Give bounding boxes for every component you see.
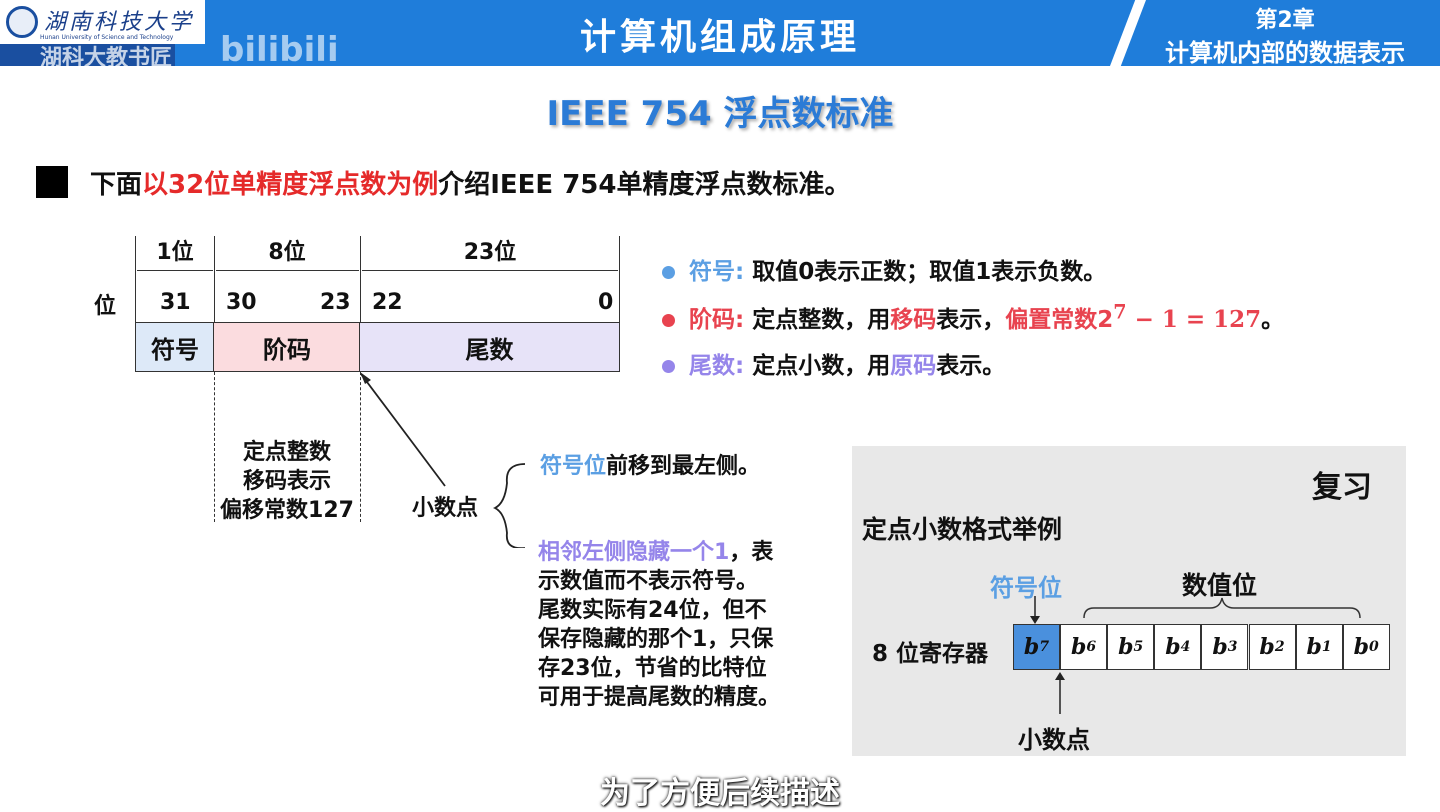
note-line: 保存隐藏的那个1，只保 (538, 627, 774, 652)
sign-width: 1位 (156, 240, 194, 265)
bit-30: 30 (226, 290, 257, 315)
mant-width: 23位 (463, 240, 517, 265)
bullet-text: 表示。 (936, 353, 1006, 379)
bit-0: 0 (598, 290, 614, 315)
tick (135, 236, 136, 372)
bullet-hl: 原码 (890, 353, 937, 379)
dashed-line (360, 372, 361, 522)
university-emblem-icon (6, 6, 38, 38)
bullet-square-icon (36, 166, 68, 198)
bit-index: 4 (1180, 639, 1191, 655)
tick (214, 236, 215, 322)
review-point-label: 小数点 (1018, 726, 1090, 754)
review-panel (852, 446, 1406, 756)
bullet-formula: − 1 = 127 (1126, 306, 1262, 333)
value-bits-label: 数值位 (1182, 571, 1258, 600)
tick (360, 236, 361, 322)
intro-highlight: 以32位单精度浮点数为例 (142, 170, 439, 200)
field-sign: 符号 (135, 322, 215, 372)
university-name: 湖南科技大学 (44, 10, 195, 35)
bullet-sign: 符号: 取值0表示正数；取值1表示负数。 (662, 252, 1106, 286)
intro-pre: 下面 (90, 170, 143, 200)
register-label: 8 位寄存器 (872, 641, 989, 667)
bullet-text: 。 (1261, 307, 1285, 333)
exponent-sup: 7 (1113, 300, 1127, 324)
watermark-site: bilibili (220, 30, 339, 70)
bullet-hl: 移码 (890, 307, 937, 333)
bullet-key: 符号 (689, 259, 735, 285)
field-exponent: 阶码 (213, 322, 361, 372)
sign-bit-label: 符号位 (990, 574, 1062, 602)
bit-index: 0 (1369, 639, 1379, 655)
pointer-and-brace (360, 372, 526, 548)
note-line: 可用于提高尾数的精度。 (538, 685, 781, 710)
intro-post: 介绍IEEE 754单精度浮点数标准。 (438, 170, 851, 200)
note-sign-hl: 符号位 (540, 454, 607, 479)
note-line: 尾数实际有24位，但不 (538, 598, 767, 623)
note-line: ，表 (729, 540, 774, 565)
review-marks (1030, 596, 1361, 714)
width-arrow (216, 270, 359, 271)
dot-icon (662, 266, 675, 279)
bit-22: 22 (372, 290, 403, 315)
bullet-key: 阶码 (689, 307, 735, 333)
dot-icon (662, 360, 675, 373)
bit-index: 7 (1039, 639, 1050, 655)
bit-index: 5 (1133, 639, 1144, 655)
tick (619, 236, 620, 372)
exp-note-line: 移码表示 (242, 469, 331, 494)
note-sign-rest: 前移到最左侧。 (606, 454, 761, 479)
exp-note-line: 定点整数 (242, 440, 331, 465)
bullet-mantissa: 尾数: 定点小数，用原码表示。 (662, 346, 1005, 380)
note-sign: 符号位前移到最左侧。 (540, 452, 760, 481)
dashed-line (214, 372, 215, 522)
note-hidden-hl: 相邻左侧隐藏一个1 (538, 540, 730, 565)
course-title: 计算机组成原理 (579, 17, 860, 58)
bit-index: 3 (1227, 639, 1238, 655)
review-badge: 复习 (1312, 470, 1372, 505)
point-label: 小数点 (412, 496, 479, 521)
note-line: 存23位，节省的比特位 (538, 656, 767, 681)
exp-width: 8位 (268, 240, 306, 265)
bit-23: 23 (320, 290, 351, 315)
bullet-text: 定点整数，用 (752, 307, 891, 333)
university-name-en: Hunan University of Science and Technolo… (40, 34, 174, 41)
logo-strip (0, 44, 175, 66)
bit-31: 31 (160, 290, 191, 315)
video-subtitle: 为了方便后续描述 (600, 776, 840, 811)
bullet-key: 尾数 (689, 353, 735, 379)
header-bar (0, 0, 1440, 66)
review-title: 定点小数格式举例 (862, 515, 1063, 544)
note-hidden-bit: 相邻左侧隐藏一个1，表 示数值而不表示符号。 尾数实际有24位，但不 保存隐藏的… (538, 538, 780, 712)
bit-label: 位 (94, 294, 117, 319)
exp-note: 定点整数移码表示偏移常数127 (214, 438, 360, 525)
bullet-text: 表示， (936, 307, 1006, 333)
bullet-text: 定点小数，用 (752, 353, 891, 379)
intro-text: 下面以32位单精度浮点数为例介绍IEEE 754单精度浮点数标准。 (90, 164, 850, 201)
bullet-text: 取值0表示正数；取值1表示负数。 (752, 259, 1107, 285)
bit-index: 2 (1274, 639, 1285, 655)
bit-index: 6 (1086, 639, 1097, 655)
bullet-exponent: 阶码: 定点整数，用移码表示，偏置常数27 − 1 = 127。 (662, 300, 1284, 334)
bit-index: 1 (1321, 639, 1332, 655)
width-arrow (137, 270, 213, 271)
chapter-number: 第2章 (1255, 8, 1315, 33)
watermark-channel: 湖科大教书匠 (40, 46, 173, 71)
dot-icon (662, 314, 675, 327)
field-mantissa: 尾数 (359, 322, 620, 372)
note-line: 示数值而不表示符号。 (538, 569, 759, 594)
bullet-hl: 偏置常数2 (1005, 307, 1114, 333)
exp-note-line: 偏移常数127 (220, 498, 354, 523)
slide-title: IEEE 754 浮点数标准 (546, 94, 894, 134)
chapter-title: 计算机内部的数据表示 (1165, 39, 1405, 67)
width-arrow (362, 270, 618, 271)
